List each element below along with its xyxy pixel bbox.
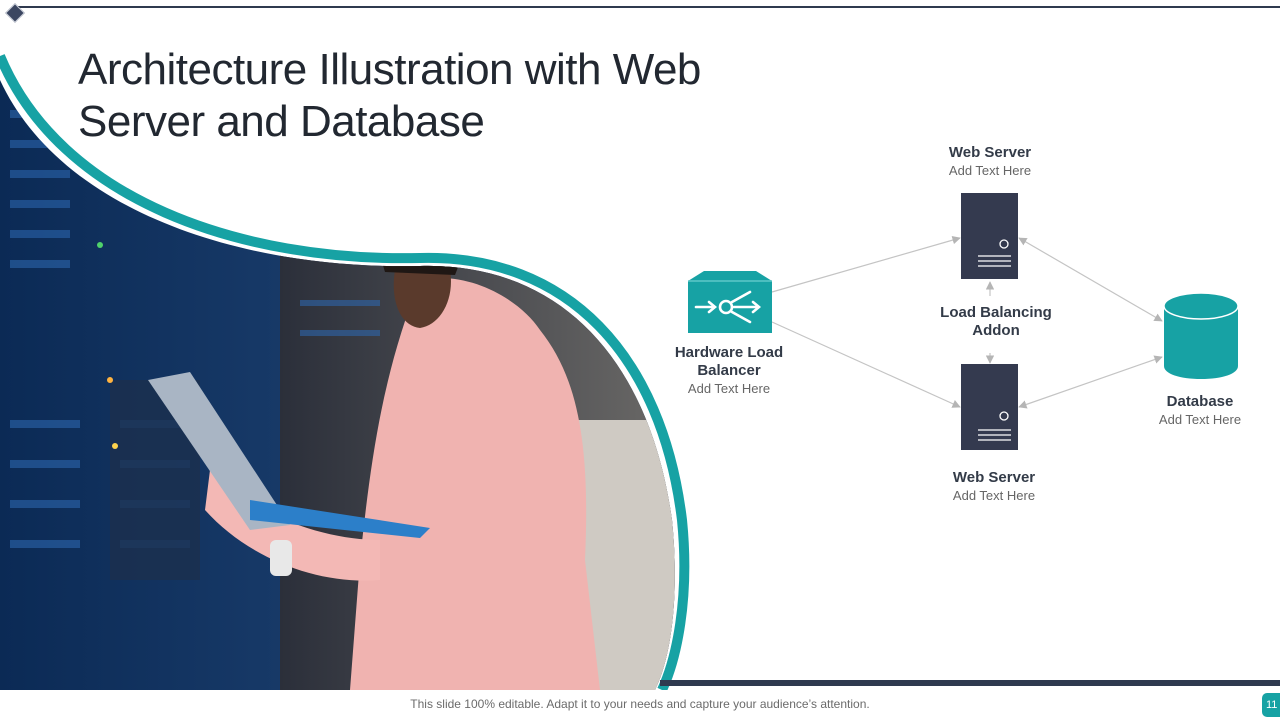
- web-server-top-node: Web Server Add Text Here: [920, 144, 1060, 179]
- addon-node: Load Balancing Addon: [922, 304, 1070, 340]
- footer-note: This slide 100% editable. Adapt it to yo…: [410, 697, 870, 711]
- bottom-rule: [660, 680, 1280, 686]
- web-server-bottom-subtext: Add Text Here: [952, 488, 1036, 503]
- addon-label: Load Balancing Addon: [940, 304, 1052, 339]
- page-number: 11: [1262, 693, 1280, 717]
- load-balancer-subtext: Add Text Here: [687, 381, 771, 396]
- database-label: Database: [1166, 393, 1234, 410]
- web-server-bottom-label: Web Server: [952, 469, 1036, 486]
- database-node: Database Add Text Here: [1130, 393, 1270, 428]
- load-balancer-icon: [688, 271, 772, 333]
- top-rule: [14, 6, 1280, 8]
- page-title: Architecture Illustration with Web Serve…: [78, 45, 701, 146]
- web-server-top-label: Web Server: [948, 144, 1032, 161]
- database-icon: [1163, 292, 1239, 379]
- database-subtext: Add Text Here: [1158, 412, 1242, 427]
- hero-photo: [0, 54, 690, 690]
- web-server-bottom-node: Web Server Add Text Here: [924, 469, 1064, 504]
- load-balancer-node: Hardware Load Balancer Add Text Here: [650, 344, 808, 397]
- server-icon: [961, 364, 1018, 450]
- server-icon: [961, 193, 1018, 279]
- load-balancer-label: Hardware Load Balancer: [674, 344, 784, 379]
- connector-lb-top: [771, 236, 961, 293]
- web-server-top-subtext: Add Text Here: [948, 163, 1032, 178]
